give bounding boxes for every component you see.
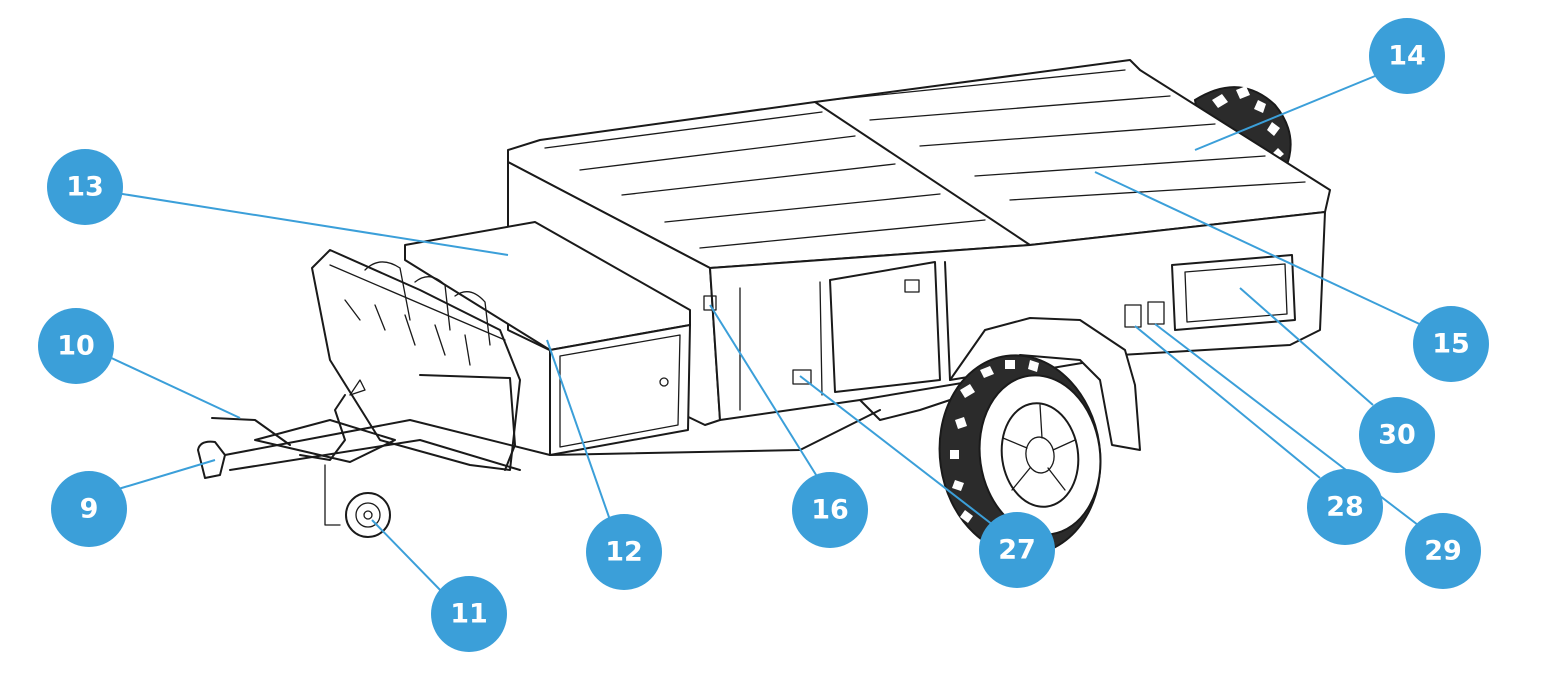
- callout-label-28: 28: [1326, 492, 1364, 523]
- leader-9: [104, 459, 216, 494]
- callout-label-9: 9: [80, 494, 99, 525]
- callout-16: 16: [792, 472, 868, 548]
- callout-label-15: 15: [1432, 329, 1470, 360]
- leader-27: [799, 375, 994, 526]
- leader-12: [546, 339, 611, 521]
- callout-label-30: 30: [1378, 420, 1416, 451]
- leader-13: [109, 191, 509, 256]
- leader-15: [1094, 171, 1429, 329]
- leader-11: [371, 519, 446, 596]
- callout-label-29: 29: [1424, 536, 1462, 567]
- callout-28: 28: [1307, 469, 1383, 545]
- callout-10: 10: [38, 308, 114, 384]
- callouts: 9 10 11 12 13 14 15 16: [38, 18, 1489, 652]
- callout-15: 15: [1413, 306, 1489, 382]
- callout-14: 14: [1369, 18, 1445, 94]
- leader-10: [104, 354, 241, 419]
- callout-30: 30: [1359, 397, 1435, 473]
- leader-14: [1194, 73, 1381, 151]
- leader-lines: [104, 73, 1429, 596]
- callout-13: 13: [47, 149, 123, 225]
- callout-12: 12: [586, 514, 662, 590]
- jerry-can-rack: [311, 249, 521, 471]
- callout-label-14: 14: [1388, 41, 1426, 72]
- callout-label-16: 16: [811, 495, 849, 526]
- callout-label-11: 11: [450, 599, 488, 630]
- trailer-illustration: [197, 59, 1331, 556]
- callout-11: 11: [431, 576, 507, 652]
- leader-28: [1134, 325, 1321, 479]
- callout-27: 27: [979, 512, 1055, 588]
- callout-label-10: 10: [57, 331, 95, 362]
- underbody-line: [859, 399, 951, 421]
- main-wheel: [938, 317, 1141, 556]
- front-storage-box: [404, 221, 691, 456]
- callout-label-12: 12: [605, 537, 643, 568]
- callout-9: 9: [51, 471, 127, 547]
- leader-30: [1239, 287, 1374, 406]
- callout-label-27: 27: [998, 535, 1036, 566]
- callout-29: 29: [1405, 513, 1481, 589]
- leader-16: [709, 304, 819, 479]
- callout-label-13: 13: [66, 172, 104, 203]
